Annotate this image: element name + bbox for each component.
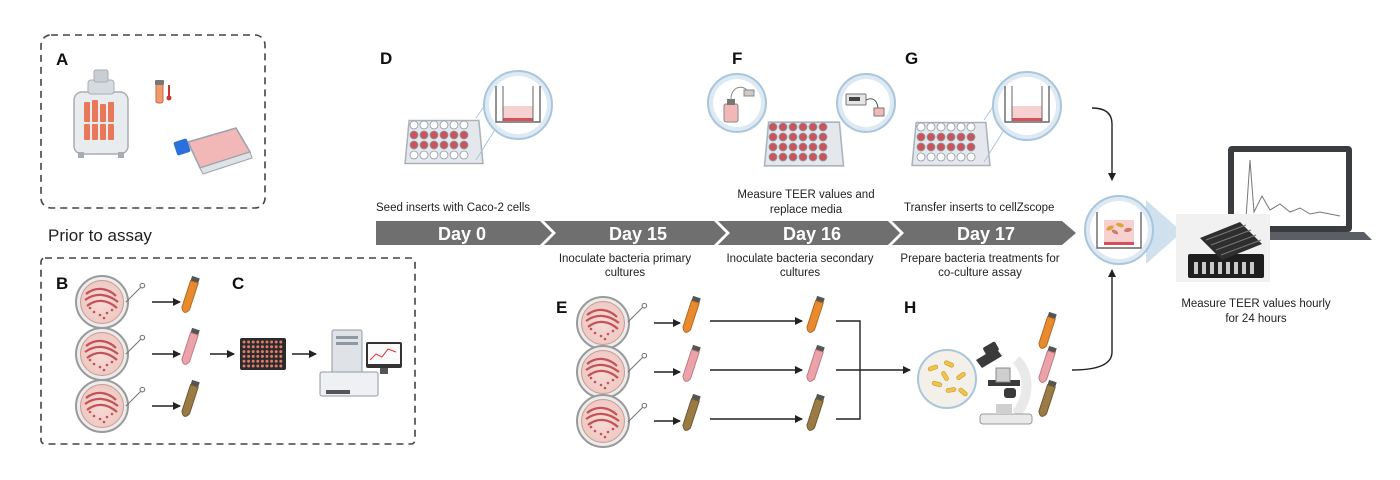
culture-tube-icon	[1038, 311, 1057, 349]
arrow-g-to-coculture	[1091, 107, 1116, 181]
culture-tube-orange-icon	[181, 275, 200, 313]
result-caption-line2: for 24 hours	[1225, 313, 1287, 325]
arrow-h-to-coculture	[1071, 269, 1116, 371]
timeline-bar	[376, 221, 1076, 245]
caption-day17-below-line1: Prepare bacteria treatments for	[900, 253, 1059, 265]
day-0-label: Day 0	[438, 224, 486, 244]
result-caption-line1: Measure TEER values hourly	[1181, 298, 1331, 310]
day-16-label: Day 16	[783, 224, 841, 244]
insert-magnifier-d	[483, 70, 553, 140]
culture-flask-icon	[173, 127, 253, 175]
day-17-label: Day 17	[957, 224, 1015, 244]
panel-label-c: C	[232, 274, 244, 293]
culture-tube-icon	[682, 295, 701, 333]
laptop-icon	[1208, 146, 1372, 240]
transwell-plate-f	[763, 121, 845, 167]
panel-label-g: G	[905, 49, 918, 68]
culture-tube-icon	[806, 344, 825, 382]
transwell-plate-g	[911, 95, 1005, 167]
panel-label-b: B	[56, 274, 68, 293]
caption-day15-below-line2: cultures	[605, 267, 646, 279]
caption-day16-below-line2: cultures	[780, 267, 821, 279]
day-15-label: Day 15	[609, 224, 667, 244]
culture-tube-brown-icon	[181, 379, 200, 417]
panel-label-h: H	[904, 298, 916, 317]
caption-day16-line2: replace media	[770, 204, 843, 216]
culture-tube-icon	[806, 393, 825, 431]
caption-day15-below-line1: Inoculate bacteria primary	[559, 253, 692, 265]
coculture-insert-magnifier	[1084, 195, 1182, 265]
caption-day0: Seed inserts with Caco-2 cells	[376, 202, 530, 214]
insert-magnifier-g	[992, 71, 1062, 141]
culture-tube-pink-icon	[181, 327, 200, 365]
panel-label-e: E	[556, 298, 567, 317]
caption-day17: Transfer inserts to cellZscope	[904, 202, 1054, 214]
microscope-icon	[976, 341, 1033, 425]
prior-assay-box-bc	[40, 257, 416, 445]
transwell-plate-d	[404, 91, 497, 165]
culture-tube-icon	[682, 344, 701, 382]
cryo-tube-icon	[155, 80, 172, 104]
caption-day16-line1: Measure TEER values and	[737, 189, 874, 201]
cellzscope-device-icon	[1176, 214, 1270, 282]
bacteria-magnifier	[917, 349, 977, 409]
media-bottle-magnifier	[707, 73, 767, 133]
culture-tube-icon	[1038, 345, 1057, 383]
culture-tube-icon	[682, 393, 701, 431]
prior-assay-box-a	[40, 34, 266, 209]
panel-label-f: F	[732, 49, 742, 68]
plate-reader-icon	[319, 329, 402, 397]
teer-meter-magnifier	[836, 73, 896, 133]
panel-label-a: A	[56, 50, 68, 69]
microplate-icon	[240, 338, 286, 370]
panel-e-cultures	[575, 295, 910, 449]
cryo-dewar-icon	[73, 69, 129, 158]
prior-to-assay-label: Prior to assay	[48, 226, 152, 245]
panel-b-cultures	[74, 274, 181, 434]
panel-label-d: D	[380, 49, 392, 68]
caption-day17-below-line2: co-culture assay	[938, 267, 1022, 279]
culture-tube-icon	[806, 295, 825, 333]
culture-tube-icon	[1038, 379, 1057, 417]
caption-day16-below-line1: Inoculate bacteria secondary	[726, 253, 873, 265]
